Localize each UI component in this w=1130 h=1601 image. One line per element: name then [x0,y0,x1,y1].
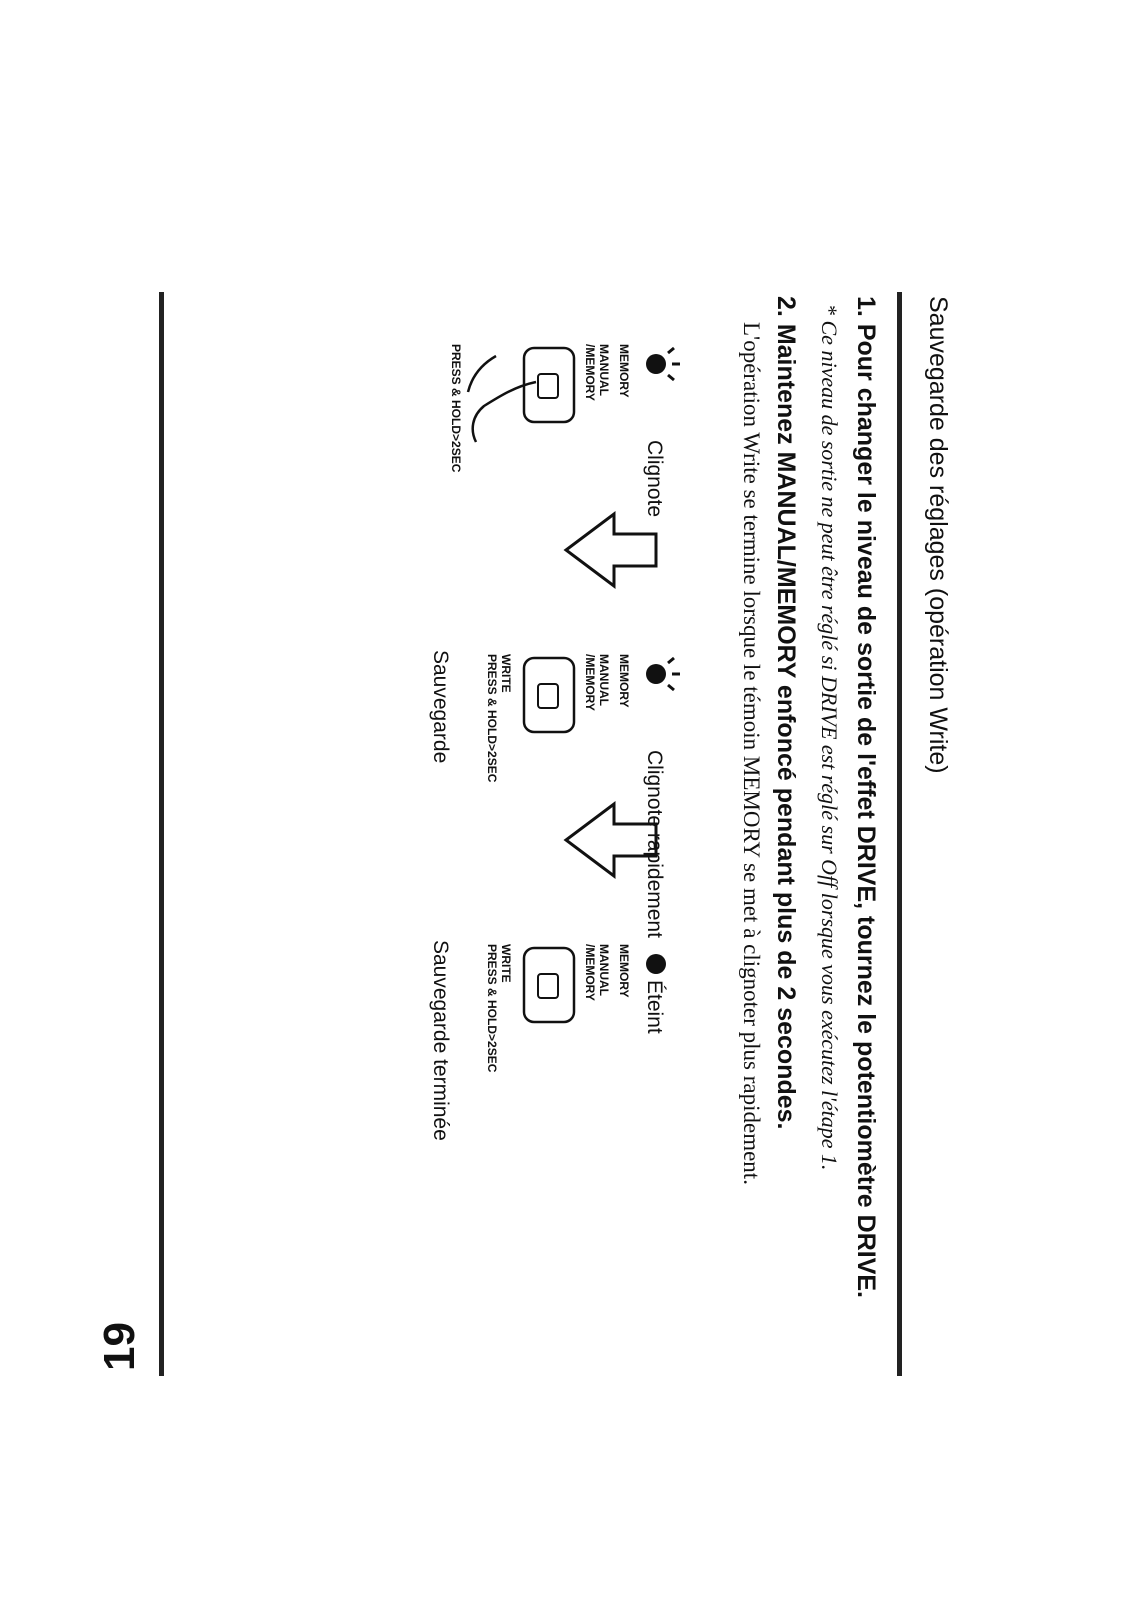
step-2-text: Maintenez MANUAL/MEMORY enfoncé pendant … [772,323,800,1130]
manual-memory-button-pressed[interactable] [466,346,576,466]
step-1: 1. Pour changer le niveau de sortie de l… [851,296,880,1298]
blinking-led-icon [646,346,680,382]
press-hold-label: PRESS & HOLD>2SEC [485,654,499,783]
arrow-down-icon [563,801,658,879]
button-label-2: /MEMORY [583,654,597,711]
memory-indicator-label: MEMORY [617,344,631,398]
state-2: Clignote rapidement MEMORY MANUAL /MEMOR… [410,650,710,970]
manual-memory-button[interactable] [520,946,576,1026]
state-3: Éteint MEMORY MANUAL /MEMORY WRITE PRESS… [410,940,710,1260]
button-label-1: MANUAL [597,654,611,706]
press-hold-label: PRESS & HOLD>2SEC [485,944,499,1073]
press-hold-label: PRESS & HOLD>2SEC [449,344,463,473]
step-2-detail: L'opération Write se termine lorsque le … [739,322,764,1185]
arrow-down-icon [563,511,658,589]
button-label-1: MANUAL [597,344,611,396]
step-1-note: * Ce niveau de sortie ne peut être réglé… [817,304,842,1171]
step-2: 2. Maintenez MANUAL/MEMORY enfoncé penda… [771,296,800,1129]
button-label-2: /MEMORY [583,344,597,401]
led-off-icon [646,954,666,974]
page-number: 19 [95,1322,144,1371]
step-2-number: 2. [772,296,800,317]
state-caption: Sauvegarde [429,650,452,764]
step-1-text: Pour changer le niveau de sortie de l'ef… [852,323,880,1299]
title-rule [897,292,902,1376]
manual-memory-button[interactable] [520,656,576,736]
write-label: WRITE [499,654,513,693]
step-1-number: 1. [852,296,880,317]
blinking-led-icon [646,656,680,692]
memory-indicator-label: MEMORY [617,944,631,998]
footer-rule [159,292,164,1376]
write-label: WRITE [499,944,513,983]
memory-indicator-label: MEMORY [617,654,631,708]
button-label-2: /MEMORY [583,944,597,1001]
led-state-label: Éteint [643,980,666,1034]
led-state-label: Clignote [643,440,666,518]
state-1: Clignote MEMORY MANUAL /MEMORY PRESS & H… [449,340,710,640]
page-title: Sauvegarde des réglages (opération Write… [924,296,952,774]
state-caption: Sauvegarde terminée [429,940,452,1141]
button-label-1: MANUAL [597,944,611,996]
